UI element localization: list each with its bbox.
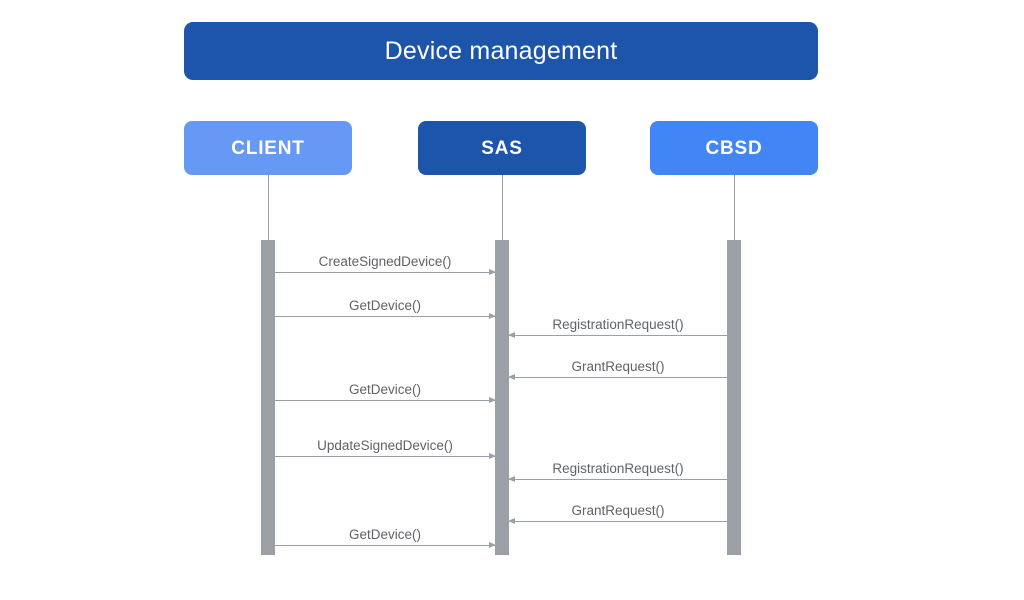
message-arrow[interactable]: GrantRequest() (508, 503, 727, 524)
message-label: GrantRequest() (571, 358, 665, 374)
lifeline-sas (502, 175, 503, 240)
diagram-title-bar: Device management (184, 22, 818, 80)
arrow-head-left-icon (508, 373, 515, 380)
arrow-head-left-icon (508, 517, 515, 524)
message-arrow[interactable]: GetDevice() (275, 527, 496, 548)
participant-label-cbsd: CBSD (705, 137, 763, 159)
message-arrow[interactable]: GetDevice() (275, 382, 496, 403)
participant-label-client: CLIENT (231, 137, 305, 159)
message-arrow[interactable]: GrantRequest() (508, 359, 727, 380)
message-label: UpdateSignedDevice() (317, 437, 453, 453)
activation-bar-client (261, 240, 275, 555)
lifeline-client (268, 175, 269, 240)
activation-bar-cbsd (727, 240, 741, 555)
participant-box-cbsd[interactable]: CBSD (650, 121, 818, 175)
message-arrow[interactable]: RegistrationRequest() (508, 461, 727, 482)
arrow-head-left-icon (508, 475, 515, 482)
lifeline-cbsd (734, 175, 735, 240)
participant-label-sas: SAS (481, 137, 523, 159)
message-arrow[interactable]: RegistrationRequest() (508, 317, 727, 338)
message-label: GetDevice() (348, 381, 421, 397)
arrow-head-right-icon (489, 312, 496, 319)
arrow-head-right-icon (489, 396, 496, 403)
message-label: RegistrationRequest() (552, 316, 684, 332)
message-arrow[interactable]: GetDevice() (275, 298, 496, 319)
message-label: GrantRequest() (571, 502, 665, 518)
arrow-head-right-icon (489, 452, 496, 459)
message-label: GetDevice() (348, 526, 421, 542)
activation-bar-sas (495, 240, 509, 555)
arrow-head-right-icon (489, 541, 496, 548)
page-title: Device management (384, 36, 618, 65)
message-arrow[interactable]: CreateSignedDevice() (275, 254, 496, 275)
arrow-head-right-icon (489, 268, 496, 275)
message-label: GetDevice() (348, 297, 421, 313)
message-label: RegistrationRequest() (552, 460, 684, 476)
message-arrow[interactable]: UpdateSignedDevice() (275, 438, 496, 459)
message-label: CreateSignedDevice() (318, 253, 452, 269)
arrow-head-left-icon (508, 331, 515, 338)
participant-box-client[interactable]: CLIENT (184, 121, 352, 175)
participant-box-sas[interactable]: SAS (418, 121, 586, 175)
